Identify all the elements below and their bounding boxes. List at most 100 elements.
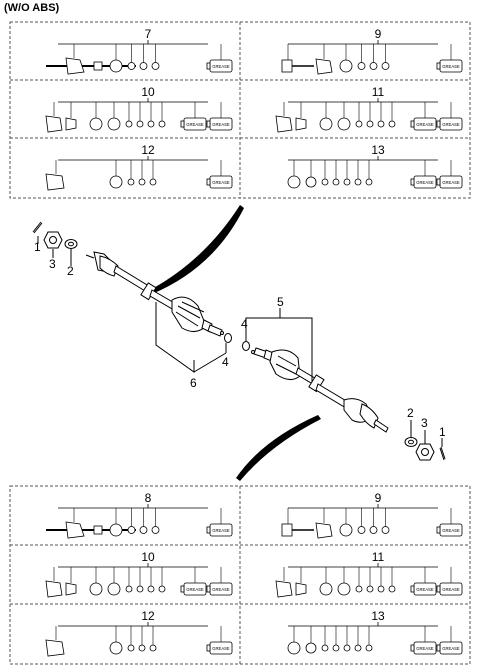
grease-label: GREASE <box>442 122 460 127</box>
grease-tube-icon: GREASE <box>206 523 233 537</box>
shaft-part-icon <box>46 57 136 75</box>
kit-number: 12 <box>141 609 155 623</box>
ring-part-icon <box>287 175 301 189</box>
ring-part-icon <box>287 641 301 655</box>
boot-part-icon <box>275 115 307 133</box>
ring-part-icon <box>151 62 160 70</box>
grease-label: GREASE <box>442 64 460 69</box>
ring-part-icon <box>147 585 155 593</box>
callout-left-washer: 2 <box>67 264 74 278</box>
grease-label: GREASE <box>416 587 434 592</box>
ring-part-icon <box>149 178 157 186</box>
ring-part-icon <box>377 585 385 593</box>
ring-part-icon <box>357 526 366 534</box>
ring-part-icon <box>388 585 396 593</box>
callout-right-nut: 3 <box>421 416 428 430</box>
diagram-header-title: (W/O ABS) <box>4 2 60 14</box>
grease-tube-icon: GREASE <box>436 523 463 537</box>
ring-part-icon <box>109 59 123 73</box>
ring-part-icon <box>89 117 103 131</box>
kit-number: 8 <box>145 491 152 505</box>
grease-label: GREASE <box>416 122 434 127</box>
boot-part-icon <box>45 173 65 191</box>
ring-part-icon <box>337 117 351 131</box>
callout-right-pin: 1 <box>439 425 446 439</box>
left-castle-nut <box>43 231 63 249</box>
ring-part-icon <box>109 175 123 189</box>
ring-part-icon <box>127 644 135 652</box>
shaft-part-icon <box>46 521 136 539</box>
grease-label: GREASE <box>186 587 204 592</box>
ring-part-icon <box>369 526 378 534</box>
ring-part-icon <box>337 582 351 596</box>
ring-part-icon <box>365 178 373 186</box>
boot-part-icon <box>45 115 77 133</box>
callout-labels: 1 3 2 6 4 5 4 2 3 1 <box>34 240 446 439</box>
ring-part-icon <box>139 62 148 70</box>
grease-tube-icon: GREASE <box>410 641 437 655</box>
ring-part-icon <box>381 62 390 70</box>
ring-part-icon <box>127 62 136 70</box>
grease-tube-icon: GREASE <box>436 582 463 596</box>
grease-label: GREASE <box>212 587 230 592</box>
grease-tube-icon: GREASE <box>180 582 207 596</box>
grease-tube-icon: GREASE <box>436 175 463 189</box>
ring-part-icon <box>139 526 148 534</box>
grease-tube-icon: GREASE <box>206 117 233 131</box>
right-cotter-pin <box>439 446 446 461</box>
ring-part-icon <box>355 585 363 593</box>
ring-part-icon <box>125 585 133 593</box>
grease-label: GREASE <box>212 528 230 533</box>
ring-part-icon <box>109 523 123 537</box>
grease-label: GREASE <box>186 122 204 127</box>
callout-left-assembly: 6 <box>190 376 197 390</box>
top-kit-boxes <box>9 21 471 199</box>
grease-label: GREASE <box>442 180 460 185</box>
right-washer <box>404 437 418 447</box>
grease-label: GREASE <box>212 122 230 127</box>
ring-part-icon <box>138 178 146 186</box>
ring-part-icon <box>305 176 317 188</box>
grease-tube-icon: GREASE <box>206 175 233 189</box>
grease-tube-icon: GREASE <box>436 641 463 655</box>
kit-number: 13 <box>371 143 385 157</box>
kit-number: 7 <box>145 27 152 41</box>
callout-left-nut: 3 <box>49 257 56 271</box>
ring-part-icon <box>109 641 123 655</box>
ring-part-icon <box>151 526 160 534</box>
grease-tube-icon: GREASE <box>410 175 437 189</box>
ring-part-icon <box>388 120 396 128</box>
exploded-view <box>32 205 446 481</box>
ring-part-icon <box>321 178 329 186</box>
kit-number: 11 <box>372 85 385 99</box>
grease-label: GREASE <box>442 528 460 533</box>
left-washer <box>64 239 78 249</box>
ring-part-icon <box>332 644 340 652</box>
ring-part-icon <box>107 582 121 596</box>
ring-part-icon <box>138 644 146 652</box>
ring-part-icon <box>381 526 390 534</box>
ring-part-icon <box>158 120 166 128</box>
grease-label: GREASE <box>212 180 230 185</box>
ring-part-icon <box>89 582 103 596</box>
ring-part-icon <box>107 117 121 131</box>
ring-part-icon <box>319 117 333 131</box>
ring-part-icon <box>127 178 135 186</box>
ring-part-icon <box>357 62 366 70</box>
grease-label: GREASE <box>416 180 434 185</box>
ring-part-icon <box>332 178 340 186</box>
grease-tube-icon: GREASE <box>436 117 463 131</box>
boot-part-icon <box>45 580 77 598</box>
kit-number: 9 <box>375 491 382 505</box>
ring-part-icon <box>319 582 333 596</box>
